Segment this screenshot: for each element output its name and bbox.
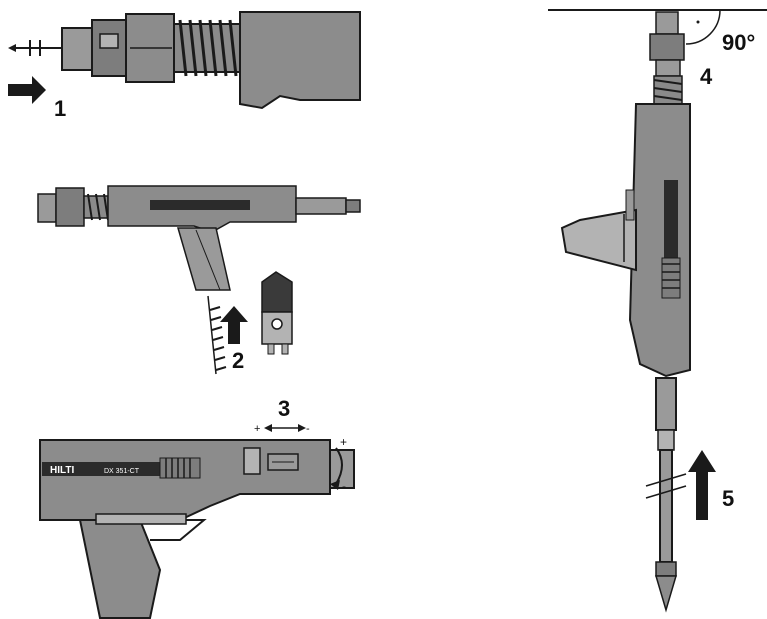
rotation-arrow-icon bbox=[330, 447, 343, 490]
push-up-arrow-icon bbox=[688, 450, 716, 520]
step-4-number: 4 bbox=[700, 64, 713, 89]
fastener-strip bbox=[207, 295, 227, 375]
step-2-load-strip: 2 bbox=[37, 185, 361, 375]
step-2-number: 2 bbox=[232, 348, 244, 373]
tool-body bbox=[239, 11, 361, 110]
power-regulation-wheel bbox=[243, 447, 299, 475]
tool-body-large bbox=[39, 439, 331, 521]
brand-text: HILTI bbox=[50, 465, 74, 476]
vertical-nose-piece bbox=[649, 11, 685, 105]
left-right-arrow-icon bbox=[264, 424, 306, 432]
spring-coil bbox=[173, 19, 241, 77]
rotation-plus: + bbox=[340, 435, 347, 449]
vertical-handle-grip bbox=[560, 208, 637, 272]
pole-extension bbox=[645, 377, 687, 613]
step-5-number: 5 bbox=[722, 486, 734, 511]
step-1-insert-fastener: 1 bbox=[8, 11, 361, 121]
adjust-plus: + bbox=[254, 423, 260, 435]
handle-grip bbox=[78, 513, 207, 619]
right-angle-arc bbox=[685, 9, 721, 45]
insert-up-arrow-icon bbox=[220, 306, 248, 344]
tool-side-view-small bbox=[37, 185, 361, 291]
angle-label: 90° bbox=[722, 30, 755, 55]
model-text: DX 351-CT bbox=[104, 468, 140, 475]
vertical-tool-body bbox=[628, 103, 691, 378]
step-4-5-ceiling-fastening: 90° 4 5 bbox=[548, 9, 767, 613]
step-3-adjust-power: HILTI DX 351-CT + - + - 3 bbox=[39, 396, 355, 619]
rotation-minus: - bbox=[342, 479, 346, 493]
step-3-number: 3 bbox=[278, 396, 290, 421]
adjust-minus: - bbox=[306, 423, 310, 435]
guide-insert-part bbox=[261, 271, 293, 355]
fastener-guide bbox=[61, 13, 175, 83]
push-arrow-icon bbox=[8, 76, 46, 104]
step-1-number: 1 bbox=[54, 96, 66, 121]
vertical-brand-label bbox=[664, 180, 678, 272]
